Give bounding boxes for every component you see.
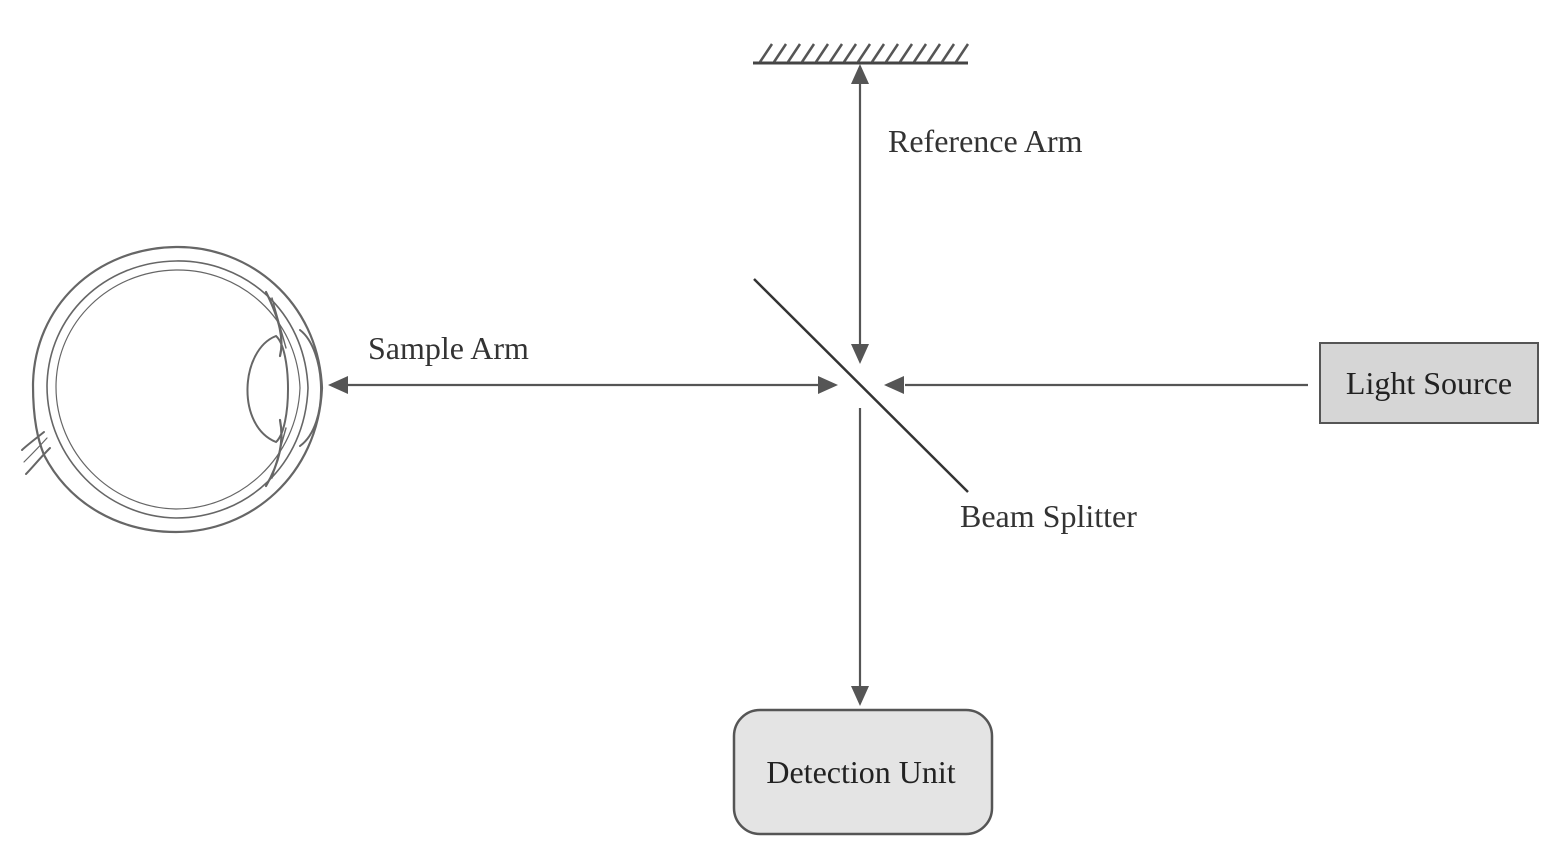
mirror-hatch-mark xyxy=(940,43,956,63)
reference-mirror-icon xyxy=(753,43,970,65)
reference-arm-label: Reference Arm xyxy=(888,123,1083,159)
arrowhead-left-icon xyxy=(884,376,904,394)
arrowhead-down-icon xyxy=(851,344,869,364)
mirror-hatch-mark xyxy=(870,43,886,63)
source-beam xyxy=(884,376,1308,394)
light-source-label: Light Source xyxy=(1346,365,1512,401)
mirror-hatch-mark xyxy=(954,43,970,63)
mirror-hatch-mark xyxy=(898,43,914,63)
mirror-hatch-mark xyxy=(814,43,830,63)
detection-unit-box: Detection Unit xyxy=(732,708,994,836)
mirror-hatch-mark xyxy=(800,43,816,63)
mirror-hatch-mark xyxy=(828,43,844,63)
arrowhead-right-icon xyxy=(818,376,838,394)
arrowhead-down-icon xyxy=(851,686,869,706)
mirror-hatch-mark xyxy=(786,43,802,63)
sample-arm-label: Sample Arm xyxy=(368,330,529,366)
mirror-hatch-mark xyxy=(772,43,788,63)
mirror-hatch-mark xyxy=(884,43,900,63)
mirror-hatch-mark xyxy=(842,43,858,63)
beam-splitter-label: Beam Splitter xyxy=(960,498,1137,534)
light-source-box: Light Source xyxy=(1319,342,1539,424)
mirror-hatch-mark xyxy=(926,43,942,63)
arrowhead-left-icon xyxy=(328,376,348,394)
mirror-hatch-mark xyxy=(856,43,872,63)
detection-unit-label: Detection Unit xyxy=(766,754,955,790)
detection-beam xyxy=(851,408,869,706)
arrowhead-up-icon xyxy=(851,64,869,84)
mirror-hatch-mark xyxy=(912,43,928,63)
mirror-hatch-mark xyxy=(758,43,774,63)
beam-splitter xyxy=(753,278,969,493)
sample-arm-beam xyxy=(328,376,838,394)
eye-cross-section-icon xyxy=(21,245,324,534)
reference-arm-beam xyxy=(851,64,869,364)
